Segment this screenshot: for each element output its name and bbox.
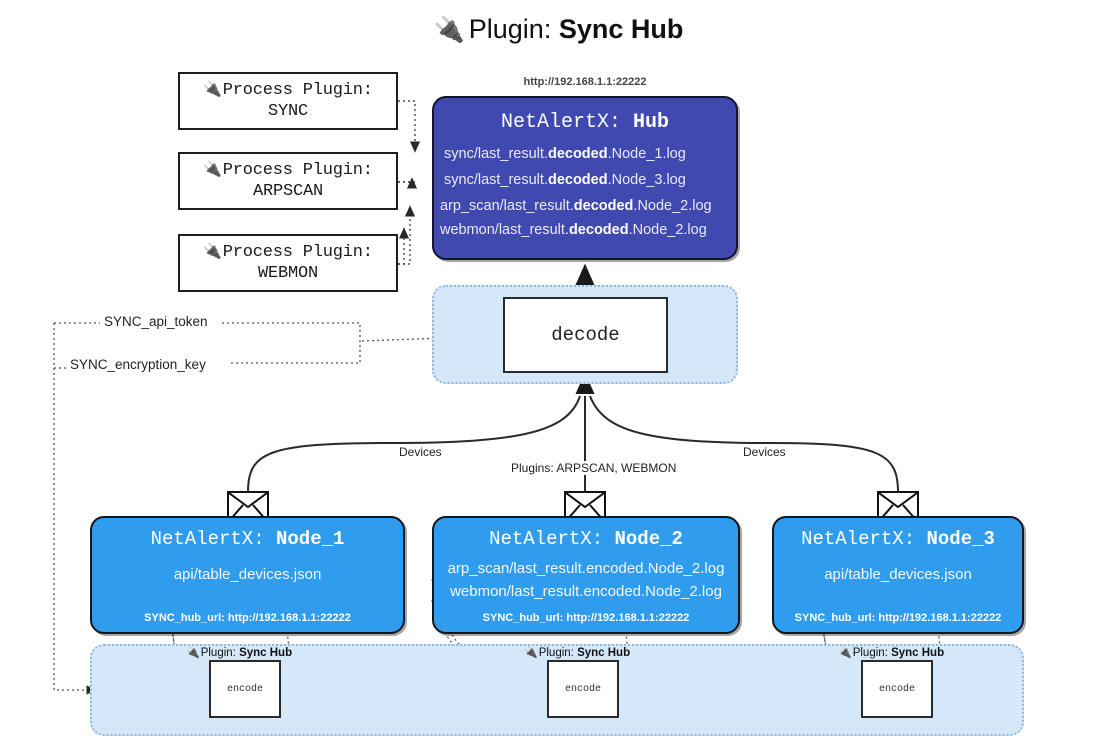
encoder-caption: 🔌Plugin: Sync Hub <box>186 647 293 659</box>
edge-label-plugins-center: Plugins: ARPSCAN, WEBMON <box>508 461 680 475</box>
node-footer: SYNC_hub_url: http://192.168.1.1:22222 <box>794 612 1002 624</box>
sync-encryption-key-label: SYNC_encryption_key <box>66 357 210 372</box>
process-plugin-line1: 🔌Process Plugin: <box>203 81 373 100</box>
edge-label-devices-right: Devices <box>740 445 789 459</box>
page-title-prefix: Plugin: <box>468 14 559 44</box>
node-title: NetAlertX: Node_2 <box>489 528 683 550</box>
hub-log-line: arp_scan/last_result.decoded.Node_2.log <box>440 198 712 214</box>
node-title: NetAlertX: Node_3 <box>801 528 995 550</box>
edge-label-devices-left: Devices <box>396 445 445 459</box>
node-line: arp_scan/last_result.encoded.Node_2.log <box>447 560 725 577</box>
electric-plug-icon: 🔌 <box>203 82 222 99</box>
encode-box-node-2[interactable]: encode <box>547 660 619 718</box>
electric-plug-icon: 🔌 <box>203 244 222 261</box>
electric-plug-icon: 🔌 <box>524 647 538 659</box>
process-plugin-box-webmon[interactable]: 🔌Process Plugin: WEBMON <box>178 234 398 292</box>
node-box-node-2[interactable]: NetAlertX: Node_2 arp_scan/last_result.e… <box>432 516 740 634</box>
process-plugin-line2: SYNC <box>267 102 308 121</box>
node-title: NetAlertX: Node_1 <box>150 528 345 550</box>
encode-box-node-3[interactable]: encode <box>861 660 933 718</box>
electric-plug-icon: 🔌 <box>186 647 200 659</box>
node-box-node-1[interactable]: NetAlertX: Node_1 api/table_devices.json… <box>90 516 405 634</box>
electric-plug-icon: 🔌 <box>838 647 852 659</box>
electric-plug-icon: 🔌 <box>203 162 222 179</box>
node-line: api/table_devices.json <box>173 566 322 583</box>
node-line: webmon/last_result.encoded.Node_2.log <box>450 583 722 600</box>
process-plugin-line2: ARPSCAN <box>252 182 323 201</box>
node-box-node-3[interactable]: NetAlertX: Node_3 api/table_devices.json… <box>772 516 1024 634</box>
page-title-name: Sync Hub <box>558 14 684 44</box>
process-plugin-box-sync[interactable]: 🔌Process Plugin: SYNC <box>178 72 398 130</box>
decode-box[interactable]: decode <box>503 297 668 373</box>
node-footer: SYNC_hub_url: http://192.168.1.1:22222 <box>144 612 351 624</box>
process-plugin-line2: WEBMON <box>257 264 318 283</box>
hub-title: NetAlertX: Hub <box>500 111 670 134</box>
encoder-caption: 🔌Plugin: Sync Hub <box>838 647 945 659</box>
hub-url-label: http://192.168.1.1:22222 <box>523 76 647 88</box>
process-plugin-line1: 🔌Process Plugin: <box>203 243 373 262</box>
hub-log-line: webmon/last_result.decoded.Node_2.log <box>440 222 707 238</box>
process-plugin-line1: 🔌Process Plugin: <box>203 161 373 180</box>
page-title: 🔌Plugin: Sync Hub <box>0 14 1117 45</box>
encoder-caption: 🔌Plugin: Sync Hub <box>524 647 631 659</box>
encode-box-node-1[interactable]: encode <box>209 660 281 718</box>
hub-log-line: sync/last_result.decoded.Node_1.log <box>444 146 686 162</box>
hub-log-line: sync/last_result.decoded.Node_3.log <box>444 172 686 188</box>
node-line: api/table_devices.json <box>824 566 972 583</box>
sync-api-token-label: SYNC_api_token <box>100 314 212 329</box>
process-plugin-box-arpscan[interactable]: 🔌Process Plugin: ARPSCAN <box>178 152 398 210</box>
electric-plug-icon: 🔌 <box>433 16 465 44</box>
node-footer: SYNC_hub_url: http://192.168.1.1:22222 <box>482 612 690 624</box>
hub-node[interactable]: NetAlertX: Hub sync/last_result.decoded.… <box>432 96 738 260</box>
